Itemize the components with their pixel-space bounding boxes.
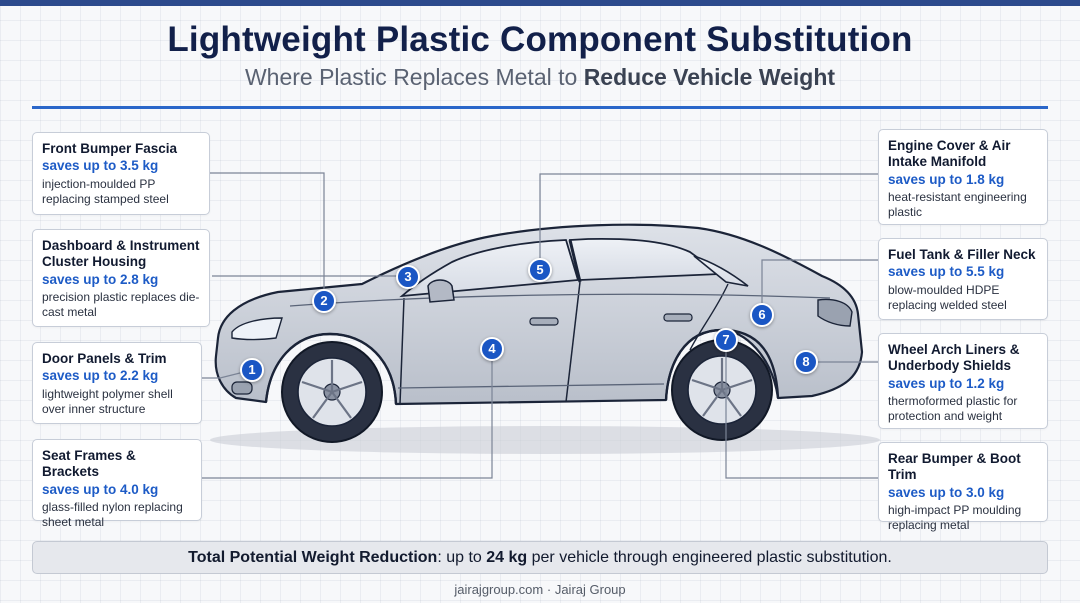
callout-description: lightweight polymer shell over inner str… [42, 386, 173, 416]
marker-7: 7 [714, 328, 738, 352]
callout-saving: saves up to 3.0 kg [888, 484, 1005, 500]
callout-saving: saves up to 5.5 kg [888, 264, 1005, 280]
callout-saving: saves up to 2.2 kg [42, 368, 159, 384]
callout-title: Front Bumper Fascia [42, 141, 178, 156]
marker-8: 8 [794, 350, 818, 374]
title-divider [32, 106, 1048, 109]
leader-7 [725, 340, 878, 479]
marker-1: 1 [240, 358, 264, 382]
rear-door-line [565, 281, 581, 403]
top-accent-bar [0, 0, 1080, 6]
marker-3: 3 [396, 265, 420, 289]
marker-2: 2 [312, 289, 336, 313]
callout-description: heat-resistant engineering plastic [888, 190, 1027, 220]
callout-saving: saves up to 1.8 kg [888, 171, 1005, 187]
marker-4: 4 [480, 337, 504, 361]
footer: jairajgroup.com · Jairaj Group [0, 582, 1080, 597]
subtitle-prefix: Where Plastic Replaces Metal to [244, 64, 584, 90]
callout-seat-frames: Seat Frames & Brackets saves up to 4.0 k… [32, 439, 202, 529]
callout-fuel-tank: Fuel Tank & Filler Neck saves up to 5.5 … [878, 238, 1048, 320]
rear-door-edge [689, 283, 729, 351]
callout-title: Engine Cover & Air Intake Manifold [888, 138, 1011, 170]
callout-dashboard-housing: Dashboard & Instrument Cluster Housing s… [32, 229, 210, 327]
callout-title: Seat Frames & Brackets [42, 448, 136, 480]
front-door-handle [529, 317, 559, 326]
rear-door-handle [663, 313, 693, 322]
callout-title: Fuel Tank & Filler Neck [888, 247, 1036, 262]
callout-title: Door Panels & Trim [42, 351, 167, 366]
leader-2 [210, 172, 325, 300]
leader-4 [202, 350, 493, 479]
shoulder-line [289, 293, 831, 307]
callout-door-panels: Door Panels & Trim saves up to 2.2 kg li… [32, 342, 202, 424]
callout-saving: saves up to 3.5 kg [42, 158, 159, 174]
callout-engine-cover: Engine Cover & Air Intake Manifold saves… [878, 129, 1048, 225]
front-fog-light [231, 381, 253, 395]
total-mid: : up to [437, 549, 487, 566]
callout-saving: saves up to 1.2 kg [888, 375, 1005, 391]
callout-description: high-impact PP moulding replacing metal [888, 503, 1022, 533]
callout-title: Dashboard & Instrument Cluster Housing [42, 238, 200, 270]
callout-rear-bumper: Rear Bumper & Boot Trim saves up to 3.0 … [878, 442, 1048, 532]
front-wheel-arch [264, 332, 398, 405]
b-pillar [568, 239, 582, 283]
footer-separator: · [546, 582, 552, 597]
quarter-window [693, 255, 749, 287]
rear-wheel [671, 339, 773, 441]
total-label: Total Potential Weight Reduction [188, 549, 438, 566]
callout-title: Rear Bumper & Boot Trim [888, 451, 1021, 483]
sill-line [397, 383, 665, 389]
callout-saving: saves up to 2.8 kg [42, 271, 159, 287]
front-wheel [281, 341, 383, 443]
callout-description: glass-filled nylon replacing sheet metal [42, 500, 183, 530]
callout-saving: saves up to 4.0 kg [42, 481, 159, 497]
callout-description: precision plastic replaces die-cast meta… [42, 290, 200, 320]
side-mirror [427, 279, 455, 303]
callout-wheel-arch-liners: Wheel Arch Liners & Underbody Shields sa… [878, 333, 1048, 429]
callout-title: Wheel Arch Liners & Underbody Shields [888, 342, 1020, 374]
headlight [231, 317, 283, 341]
footer-brand: Jairaj Group [554, 582, 626, 597]
leader-5 [539, 173, 878, 270]
total-value: 24 kg [486, 549, 528, 566]
footer-site: jairajgroup.com [454, 582, 544, 597]
marker-6: 6 [750, 303, 774, 327]
page-title: Lightweight Plastic Component Substituti… [167, 20, 913, 59]
callout-description: injection-moulded PP replacing stamped s… [42, 176, 169, 206]
total-reduction-banner: Total Potential Weight Reduction: up to … [32, 541, 1048, 574]
page-subtitle: Where Plastic Replaces Metal to Reduce V… [0, 64, 1080, 91]
marker-5: 5 [528, 258, 552, 282]
leader-6 [761, 259, 878, 314]
taillight [817, 298, 853, 327]
subtitle-emphasis: Reduce Vehicle Weight [583, 64, 836, 90]
total-tail: per vehicle through engineered plastic s… [527, 549, 892, 566]
callout-description: blow-moulded HDPE replacing welded steel [888, 282, 1007, 312]
callout-front-bumper-fascia: Front Bumper Fascia saves up to 3.5 kg i… [32, 132, 210, 215]
callout-description: thermoformed plastic for protection and … [888, 394, 1018, 424]
front-door-line [399, 297, 405, 405]
